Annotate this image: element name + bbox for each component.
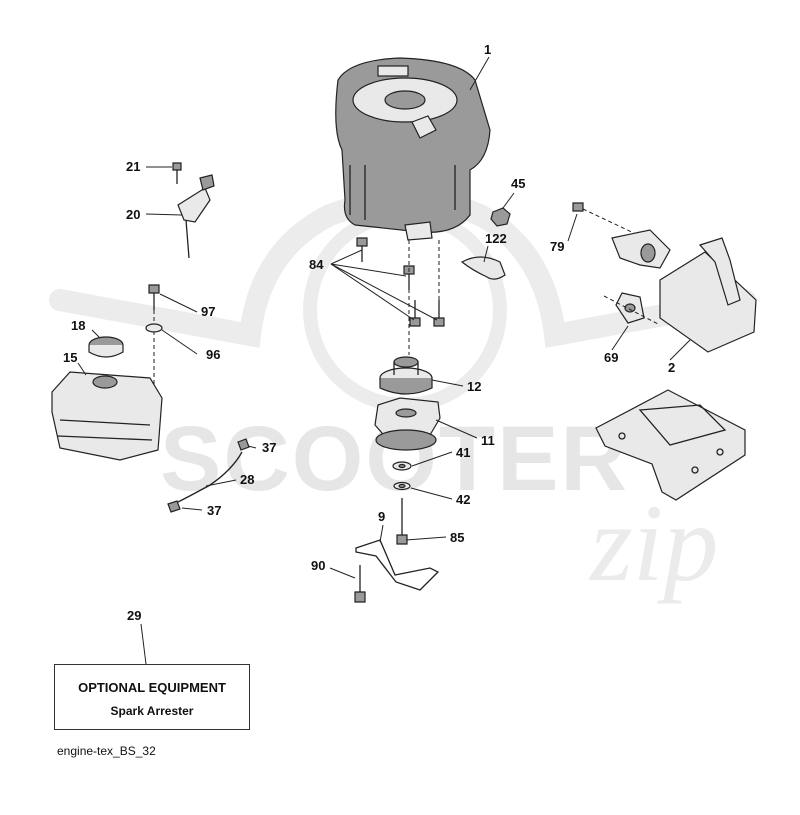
optional-equipment-box: OPTIONAL EQUIPMENT Spark Arrester (54, 664, 250, 730)
washer-96-part (145, 323, 163, 333)
fuel-tank-part (51, 371, 163, 461)
callout-69: 69 (604, 350, 618, 365)
bolt-90-part (354, 565, 366, 603)
leader-lines (77, 56, 691, 665)
screw-21-part (172, 162, 182, 184)
optional-equipment-title: OPTIONAL EQUIPMENT (78, 680, 226, 695)
callout-20: 20 (126, 207, 140, 222)
callout-9: 9 (378, 509, 385, 524)
callout-97: 97 (201, 304, 215, 319)
engine-part (335, 57, 491, 241)
callouts: 1 2 9 11 12 15 18 20 21 28 29 37 37 41 4… (63, 42, 675, 623)
bracket-rod-part (355, 539, 440, 591)
watermark-suffix: zip (588, 482, 718, 604)
callout-42: 42 (456, 492, 470, 507)
callout-15: 15 (63, 350, 77, 365)
callout-84: 84 (309, 257, 324, 272)
washer-41-part (392, 461, 412, 471)
diagram-reference: engine-tex_BS_32 (57, 744, 156, 758)
callout-21: 21 (126, 159, 140, 174)
callout-79: 79 (550, 239, 564, 254)
clutch-part (374, 397, 441, 451)
callout-41: 41 (456, 445, 470, 460)
pulley-part (379, 356, 433, 395)
optional-equipment-item: Spark Arrester (110, 704, 194, 718)
callout-2: 2 (668, 360, 675, 375)
gasket-part (615, 292, 645, 324)
screw-79-part (572, 202, 584, 212)
callout-11: 11 (481, 433, 495, 448)
callout-29: 29 (127, 608, 141, 623)
callout-85: 85 (450, 530, 464, 545)
fuel-cap-part (88, 336, 124, 358)
frame-plate-part (595, 389, 746, 501)
bolts-part (356, 237, 445, 327)
clamp-bottom-part (167, 500, 181, 513)
callout-45: 45 (511, 176, 525, 191)
callout-18: 18 (71, 318, 85, 333)
callout-37-top: 37 (262, 440, 276, 455)
muffler-part (611, 229, 757, 353)
callout-122: 122 (485, 231, 507, 246)
callout-28: 28 (240, 472, 254, 487)
guard-part (460, 256, 506, 280)
screw-97-part (148, 284, 160, 310)
callout-12: 12 (467, 379, 481, 394)
callout-90: 90 (311, 558, 325, 573)
clamp-top-part (237, 438, 250, 451)
long-bolt-part (396, 498, 408, 545)
callout-1: 1 (484, 42, 491, 57)
callout-96: 96 (206, 347, 220, 362)
callout-37-bottom: 37 (207, 503, 221, 518)
washer-42-part (393, 481, 411, 491)
throttle-control-part (177, 174, 215, 259)
